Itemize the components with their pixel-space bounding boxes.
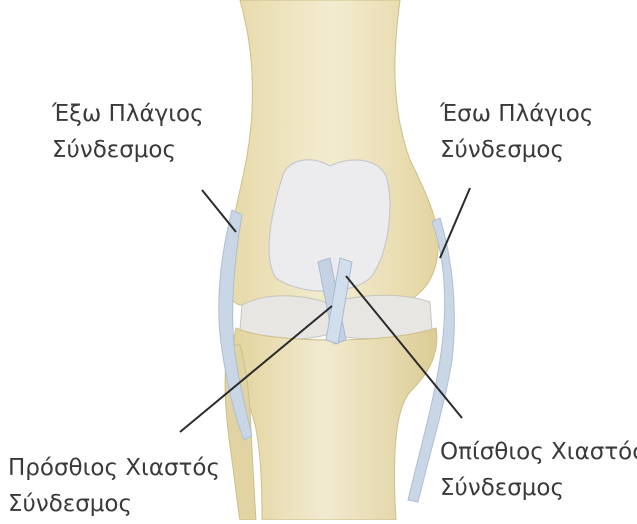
label-lateral-collateral-line2: Σύνδεσμος (52, 132, 204, 168)
label-anterior-cruciate-ligament: Πρόσθιος Χιαστός Σύνδεσμος (8, 450, 220, 522)
label-medial-collateral-ligament: Έσω Πλάγιος Σύνδεσμος (440, 96, 593, 168)
label-lateral-collateral-ligament: Έξω Πλάγιος Σύνδεσμος (52, 96, 204, 168)
label-posterior-cruciate-ligament: Οπίσθιος Χιαστός Σύνδεσμος (440, 434, 637, 506)
label-posterior-cruciate-line2: Σύνδεσμος (440, 470, 637, 506)
label-anterior-cruciate-line1: Πρόσθιος Χιαστός (8, 450, 220, 486)
label-lateral-collateral-line1: Έξω Πλάγιος (52, 96, 204, 132)
label-medial-collateral-line1: Έσω Πλάγιος (440, 96, 593, 132)
leader-line-medial-collateral (440, 188, 470, 258)
tibia (233, 328, 437, 520)
label-posterior-cruciate-line1: Οπίσθιος Χιαστός (440, 434, 637, 470)
label-anterior-cruciate-line2: Σύνδεσμος (8, 486, 220, 522)
leader-line-lateral-collateral (202, 190, 236, 232)
label-medial-collateral-line2: Σύνδεσμος (440, 132, 593, 168)
